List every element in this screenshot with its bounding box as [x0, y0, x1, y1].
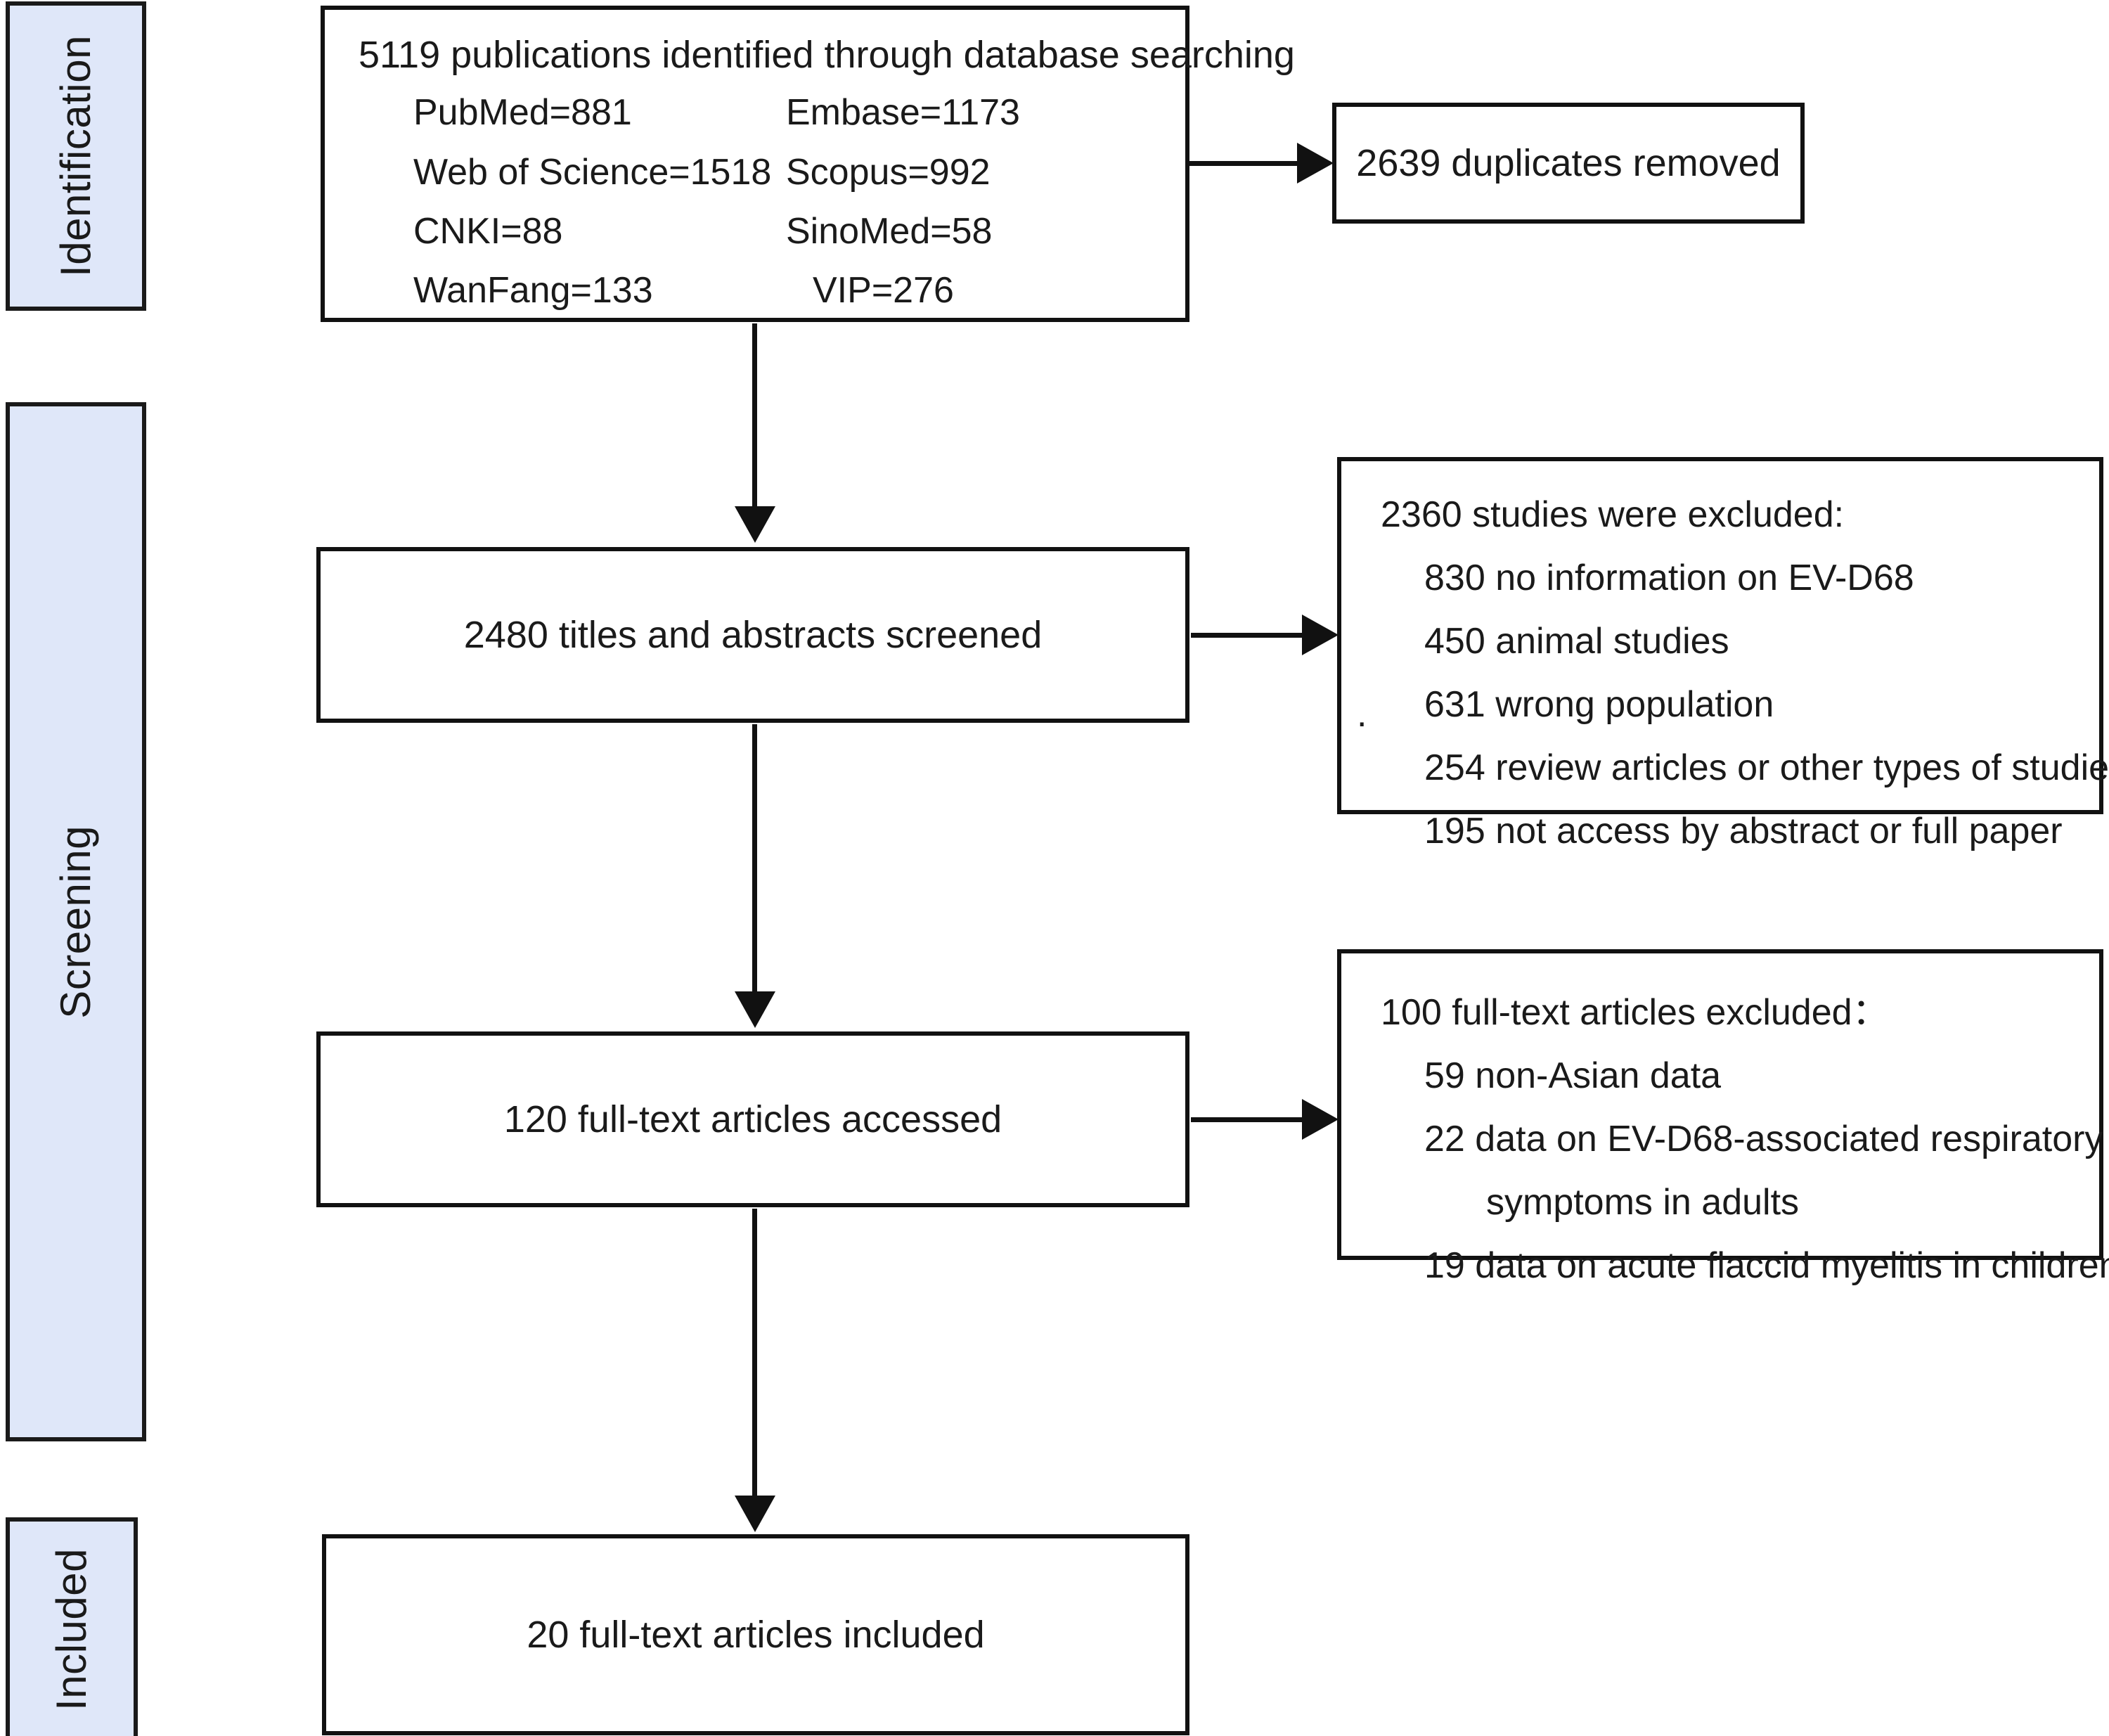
box-titles-abstracts-screened: 2480 titles and abstracts screened: [316, 547, 1189, 723]
records-identified-headline: 5119 publications identified through dat…: [359, 34, 1295, 76]
fulltext-excluded-reason-respiratory-adults: 22 data on EV-D68-associated respiratory: [1424, 1119, 2103, 1159]
database-source-row: WanFang=133 VIP=276: [413, 261, 1178, 320]
source-cnki: CNKI=88: [413, 210, 563, 252]
arrowhead-to-duplicates: [1297, 143, 1334, 184]
duplicates-removed-text: 2639 duplicates removed: [1356, 142, 1781, 184]
database-source-row: PubMed=881 Embase=1173: [413, 83, 1178, 142]
stage-label-included: Included: [48, 1548, 95, 1711]
fulltext-excluded-reason-respiratory-adults-cont: symptoms in adults: [1486, 1182, 1800, 1223]
excluded-reason-review-articles: 254 review articles or other types of st…: [1424, 747, 2109, 788]
box-records-identified: 5119 publications identified through dat…: [321, 6, 1295, 322]
database-source-row: Web of Science=1518 Scopus=992: [413, 143, 1178, 202]
arrowhead-to-excluded-studies: [1302, 615, 1339, 655]
connector-to-fulltext-excluded: [1191, 1117, 1303, 1122]
records-identified-content: 5119 publications identified through dat…: [359, 34, 1295, 320]
source-wanfang: WanFang=133: [413, 270, 653, 311]
database-source-list: PubMed=881 Embase=1173 Web of Science=15…: [359, 83, 1178, 320]
stage-box-included: Included: [6, 1517, 138, 1736]
titles-abstracts-screened-text: 2480 titles and abstracts screened: [463, 614, 1043, 656]
source-web-of-science: Web of Science=1518: [413, 151, 772, 193]
fulltext-excluded-title: 100 full-text articles excluded：: [1381, 992, 1889, 1033]
connector-to-excluded-studies: [1191, 633, 1303, 638]
fulltext-included-text: 20 full-text articles included: [527, 1614, 985, 1656]
source-embase: Embase=1173: [786, 92, 1020, 134]
stage-box-identification: Identification: [6, 1, 146, 311]
connector-identification-to-screening: [752, 323, 757, 508]
box-fulltext-excluded: 100 full-text articles excluded： 59 non-…: [1337, 949, 2109, 1284]
arrowhead-to-fulltext-excluded: [1302, 1099, 1339, 1140]
excluded-reason-animal-studies: 450 animal studies: [1424, 621, 1729, 662]
studies-excluded-content: 2360 studies were excluded: 830 no infor…: [1381, 494, 2109, 851]
stage-label-screening: Screening: [52, 825, 99, 1019]
source-scopus: Scopus=992: [786, 151, 991, 193]
source-vip: VIP=276: [813, 270, 954, 311]
connector-to-duplicates: [1189, 161, 1298, 166]
fulltext-excluded-reason-non-asian: 59 non-Asian data: [1424, 1055, 1722, 1096]
studies-excluded-title: 2360 studies were excluded:: [1381, 494, 1845, 535]
connector-screened-to-fulltext: [752, 724, 757, 993]
fulltext-excluded-reason-acute-flaccid-myelitis: 19 data on acute flaccid myelitis in chi…: [1424, 1245, 2109, 1286]
source-pubmed: PubMed=881: [413, 92, 632, 134]
arrowhead-screened-to-fulltext: [735, 991, 775, 1028]
arrowhead-fulltext-to-included: [735, 1496, 775, 1532]
excluded-reason-wrong-population: 631 wrong population: [1424, 684, 1774, 725]
stage-label-identification: Identification: [52, 35, 99, 277]
fulltext-accessed-text: 120 full-text articles accessed: [503, 1098, 1002, 1140]
box-studies-excluded: 2360 studies were excluded: 830 no infor…: [1337, 457, 2109, 849]
box-duplicates-removed: 2639 duplicates removed: [1332, 103, 1805, 224]
database-source-row: CNKI=88 SinoMed=58: [413, 202, 1178, 261]
fulltext-excluded-content: 100 full-text articles excluded： 59 non-…: [1381, 992, 2109, 1286]
excluded-reason-no-information: 830 no information on EV-D68: [1424, 558, 1914, 598]
excluded-reason-not-accessible: 195 not access by abstract or full paper: [1424, 811, 2063, 851]
connector-fulltext-to-included: [752, 1209, 757, 1497]
stray-period-mark: .: [1357, 694, 1367, 735]
arrowhead-identification-to-screening: [735, 506, 775, 543]
box-fulltext-included: 20 full-text articles included: [322, 1534, 1189, 1735]
source-sinomed: SinoMed=58: [786, 210, 993, 252]
box-fulltext-accessed: 120 full-text articles accessed: [316, 1031, 1189, 1207]
stage-box-screening: Screening: [6, 402, 146, 1441]
